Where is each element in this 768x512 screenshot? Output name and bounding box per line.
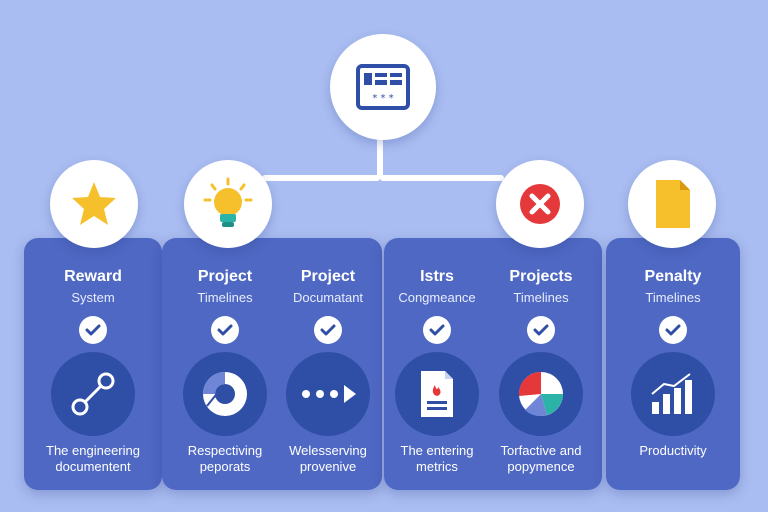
pie-chart-icon — [518, 371, 563, 417]
badge-lightbulb — [184, 160, 272, 248]
feature-donut — [183, 352, 267, 436]
check-icon — [659, 316, 687, 344]
feature-document — [395, 352, 479, 436]
connector-right — [380, 175, 504, 181]
svg-text:* * *: * * * — [372, 93, 393, 104]
close-x-icon — [520, 184, 560, 224]
feature-bars — [631, 352, 715, 436]
badge-close — [496, 160, 584, 248]
lightbulb-icon — [203, 177, 253, 227]
col-6-subtitle: Timelines — [645, 290, 701, 305]
col-2-title: Project — [197, 268, 253, 285]
check-icon — [79, 316, 107, 344]
connector-stem — [377, 138, 383, 178]
feature-dots — [286, 352, 370, 436]
col-4-subtitle: Congmeance — [398, 290, 476, 305]
check-icon — [314, 316, 342, 344]
dots-play-icon — [302, 385, 356, 403]
link-nodes-icon — [71, 372, 115, 416]
hub-node: * * * — [330, 34, 436, 140]
browser-window-icon: * * * — [356, 64, 410, 110]
connector-left — [262, 175, 380, 181]
check-icon — [423, 316, 451, 344]
col-2-subtitle: Timelines — [197, 290, 253, 305]
feature-pie — [499, 352, 583, 436]
check-icon — [527, 316, 555, 344]
col-6-title: Penalty — [644, 268, 702, 285]
document-icon — [421, 371, 453, 417]
feature-link — [51, 352, 135, 436]
col-6-footer: Productivity — [639, 443, 707, 458]
badge-file — [628, 160, 716, 248]
file-icon — [656, 180, 690, 228]
donut-chart-icon — [203, 372, 247, 416]
col-5-title: Projects — [509, 268, 573, 285]
col-1-subtitle: System — [71, 290, 115, 305]
star-icon — [72, 182, 116, 225]
col-1-title: Reward — [64, 268, 122, 285]
badge-star — [50, 160, 138, 248]
col-3-title: Project — [300, 268, 356, 285]
col-5-subtitle: Timelines — [513, 290, 569, 305]
check-icon — [211, 316, 239, 344]
col-3-subtitle: Documatant — [292, 290, 364, 305]
bar-chart-icon — [651, 373, 692, 414]
col-4-title: Istrs — [420, 268, 454, 285]
